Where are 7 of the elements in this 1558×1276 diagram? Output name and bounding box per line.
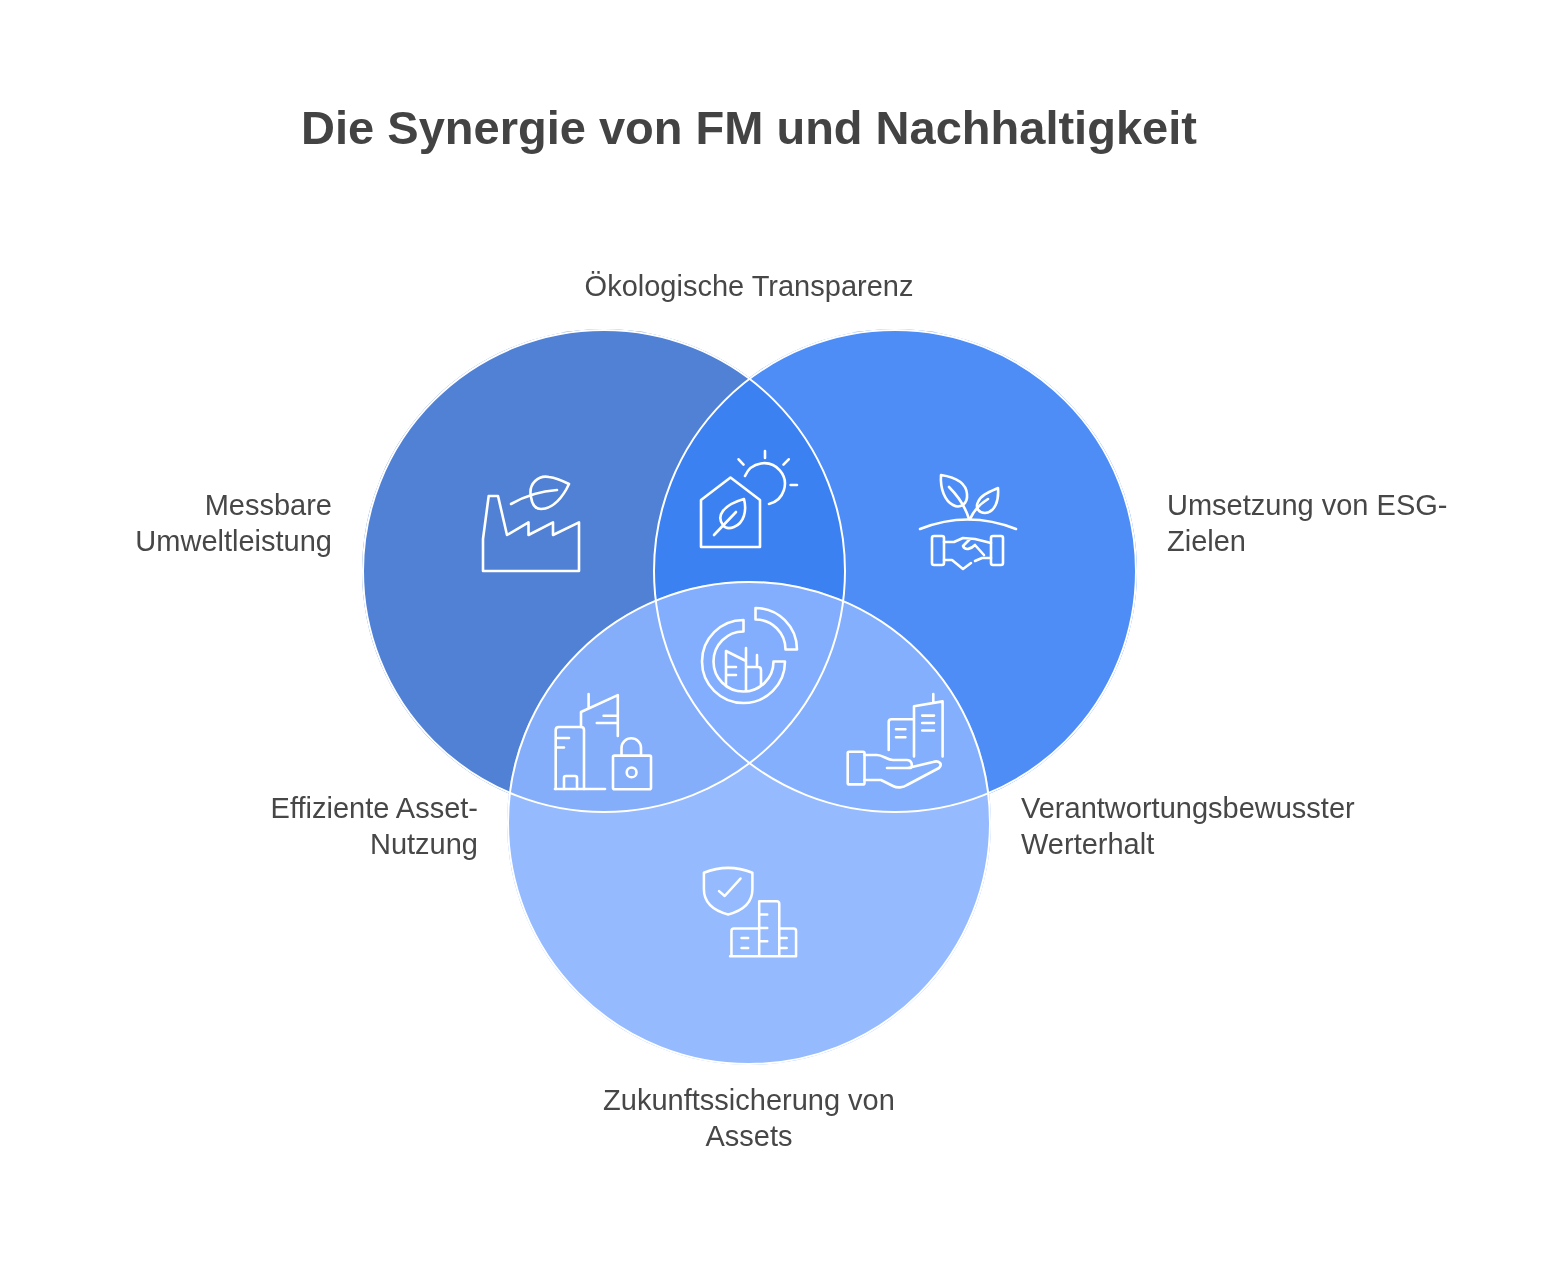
region-label: Verantwortungsbewusster Werterhalt [1021,791,1356,862]
circle-label: Umsetzung von ESG-Zielen [1167,488,1449,559]
region-label: Ökologische Transparenz [584,269,914,304]
region-label: Effiziente Asset-Nutzung [269,791,478,862]
circle-label: Messbare Umweltleistung [134,488,332,559]
title: Die Synergie von FM und Nachhaltigkeit [300,100,1198,156]
circle-label: Zukunftssicherung von Assets [602,1083,896,1154]
